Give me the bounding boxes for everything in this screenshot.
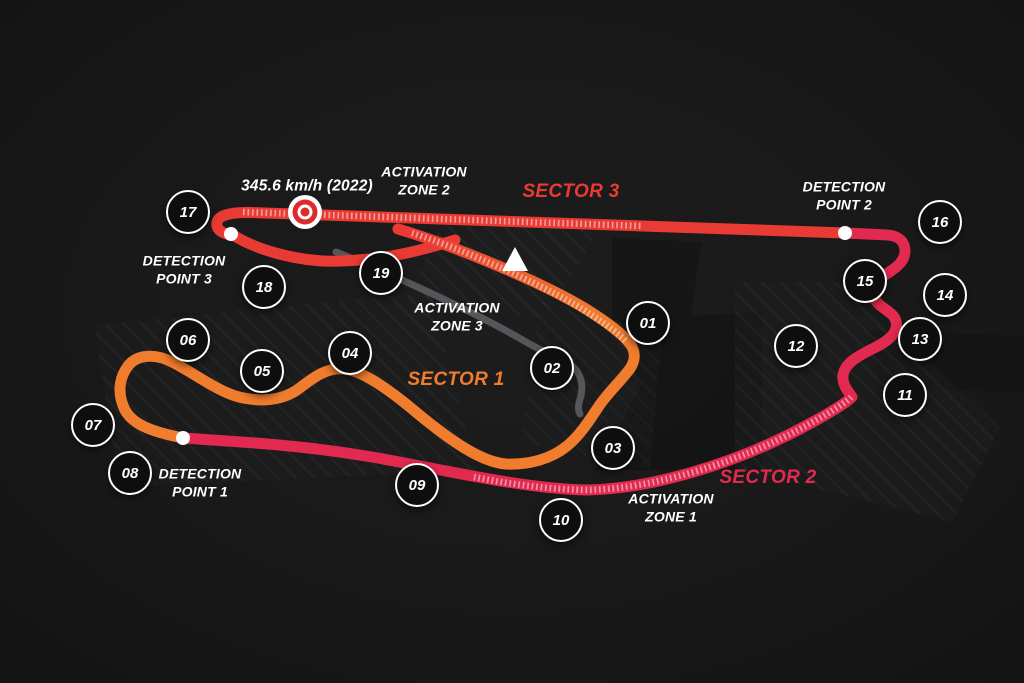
turn-marker-04: 04 [328, 331, 372, 375]
activation-zone-3-label: ACTIVATION ZONE 3 [414, 299, 500, 334]
drs-zone-hatch-overlays [242, 208, 854, 494]
sector-3-label: SECTOR 3 [522, 181, 620, 203]
turn-marker-11: 11 [883, 373, 927, 417]
activation-zone-1-label: ACTIVATION ZONE 1 [628, 490, 714, 525]
speed-trap-label: 345.6 km/h (2022) [241, 177, 373, 195]
turn-marker-07: 07 [71, 403, 115, 447]
turn-marker-02: 02 [530, 346, 574, 390]
turn-marker-03: 03 [591, 426, 635, 470]
turn-marker-08: 08 [108, 451, 152, 495]
activation-zone-2-label: ACTIVATION ZONE 2 [381, 163, 467, 198]
detection-point-3-dot [224, 227, 238, 241]
turn-marker-13: 13 [898, 317, 942, 361]
turn-marker-14: 14 [923, 273, 967, 317]
sector-1-label: SECTOR 1 [407, 369, 505, 391]
speed-trap-marker [288, 195, 322, 229]
turn-marker-15: 15 [843, 259, 887, 303]
drs-zone-2-hatch [242, 208, 643, 230]
turn-marker-17: 17 [166, 190, 210, 234]
turn-marker-09: 09 [395, 463, 439, 507]
turn-marker-18: 18 [242, 265, 286, 309]
detection-point-dots [176, 226, 852, 445]
detection-point-3-label: DETECTION POINT 3 [142, 252, 226, 287]
detection-point-2-label: DETECTION POINT 2 [802, 178, 886, 213]
sector-2-track [177, 227, 911, 496]
turn-marker-12: 12 [774, 324, 818, 368]
sector-2-label: SECTOR 2 [719, 467, 817, 489]
turn-marker-10: 10 [539, 498, 583, 542]
turn-marker-16: 16 [918, 200, 962, 244]
turn-marker-06: 06 [166, 318, 210, 362]
turn-marker-19: 19 [359, 251, 403, 295]
direction-arrow-icon [502, 247, 528, 271]
drs-zone-1-hatch [473, 394, 854, 494]
turn-marker-01: 01 [626, 301, 670, 345]
detection-point-2-dot [838, 226, 852, 240]
detection-point-1-dot [176, 431, 190, 445]
detection-point-1-label: DETECTION POINT 1 [158, 465, 242, 500]
turn-marker-05: 05 [240, 349, 284, 393]
